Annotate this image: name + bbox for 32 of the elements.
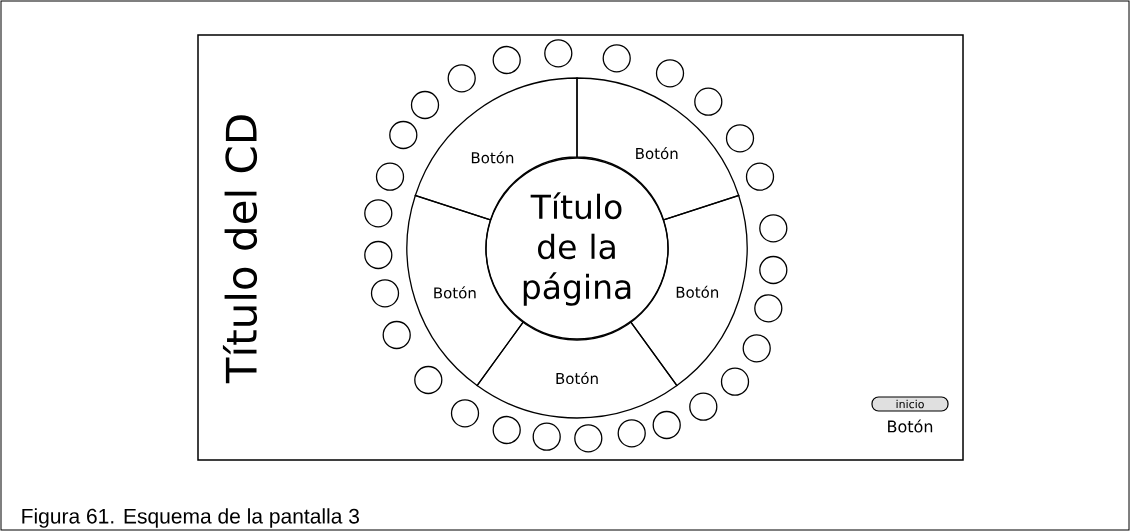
small-circle <box>694 87 723 116</box>
small-circle <box>574 424 603 453</box>
small-circle <box>544 39 573 68</box>
figure-caption: Figura 61. Esquema de la pantalla 3 <box>22 508 359 528</box>
small-circle <box>492 415 521 445</box>
small-circle <box>759 214 788 243</box>
small-circle <box>742 334 771 363</box>
small-circle <box>364 240 393 270</box>
small-circle <box>655 59 685 88</box>
small-circle <box>370 279 400 308</box>
small-circle <box>382 320 411 350</box>
small-circle <box>720 367 750 396</box>
small-circle <box>754 294 783 323</box>
small-circle <box>652 410 681 440</box>
small-circle <box>389 120 418 150</box>
small-circle <box>447 64 476 93</box>
small-circle <box>492 45 521 75</box>
menu-sector: Botón <box>476 321 678 419</box>
small-circle <box>759 255 788 285</box>
small-circle <box>532 422 561 451</box>
small-circle <box>450 399 480 428</box>
small-circle <box>375 162 405 191</box>
small-circle <box>725 124 755 153</box>
small-circle <box>364 199 393 228</box>
small-circle <box>414 365 443 395</box>
home-button: inicio <box>871 396 949 412</box>
small-circle <box>689 392 718 421</box>
small-circle <box>745 162 775 191</box>
small-circle <box>617 419 646 448</box>
small-circle <box>410 90 440 120</box>
small-circle <box>602 44 631 73</box>
button-caption: Botón <box>888 419 933 433</box>
